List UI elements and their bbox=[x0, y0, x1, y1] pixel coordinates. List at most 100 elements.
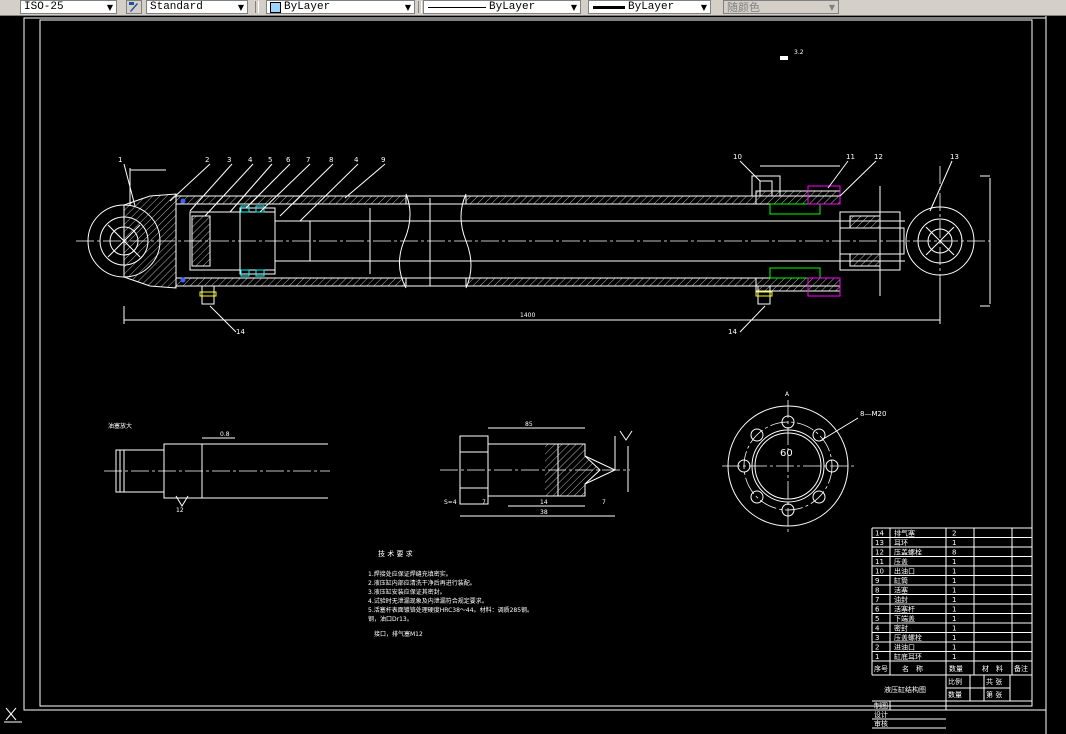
svg-text:3.2: 3.2 bbox=[794, 49, 804, 56]
balloon-3: 3 bbox=[227, 156, 231, 164]
bom-row-qty: 1 bbox=[952, 615, 956, 623]
tech-line-4: 4.试验时无泄漏现象及内泄漏符合规定要求。 bbox=[368, 597, 488, 605]
gland-top bbox=[755, 190, 841, 205]
detail2-dim-7b: 7 bbox=[602, 499, 606, 506]
bom-sign-cell: 制图 bbox=[874, 701, 888, 710]
bom-header-no: 序号 bbox=[874, 664, 888, 673]
text-style-dropdown[interactable]: Standard ▼ bbox=[146, 0, 248, 14]
chevron-down-icon: ▼ bbox=[404, 2, 412, 12]
bom-title: 液压缸结构图 bbox=[884, 685, 926, 694]
section-label: A bbox=[785, 391, 790, 398]
bleed-plug-right bbox=[755, 285, 773, 305]
linetype-preview-icon bbox=[428, 6, 486, 8]
bom-row-qty: 1 bbox=[952, 596, 956, 604]
text-style-icon[interactable] bbox=[126, 0, 142, 14]
balloon-10: 10 bbox=[733, 153, 742, 161]
balloon-11: 11 bbox=[846, 153, 855, 161]
bom-row-qty: 1 bbox=[952, 558, 956, 566]
chevron-down-icon: ▼ bbox=[570, 2, 578, 12]
bom-row-name: 下端盖 bbox=[894, 614, 915, 623]
linetype-dropdown[interactable]: ByLayer ▼ bbox=[423, 0, 581, 14]
cad-drawing-canvas[interactable]: 3.2 bbox=[0, 16, 1066, 734]
drawing-outer-frame bbox=[23, 17, 1047, 711]
bom-row-no: 3 bbox=[875, 634, 879, 642]
bom-row-name: 压盖螺栓 bbox=[894, 548, 922, 557]
balloon-1: 1 bbox=[118, 156, 122, 164]
balloon-6: 6 bbox=[286, 156, 291, 164]
bom-header-mat: 材 料 bbox=[982, 664, 1003, 673]
cylinder-assembly-view: 1400 bbox=[76, 165, 991, 324]
balloon-12: 12 bbox=[874, 153, 883, 161]
bom-row-name: 密封 bbox=[894, 624, 908, 633]
balloon-9: 9 bbox=[381, 156, 385, 164]
chevron-down-icon: ▼ bbox=[700, 2, 708, 12]
detail2-dim-38: 38 bbox=[540, 509, 548, 516]
text-style-value: Standard bbox=[150, 1, 203, 13]
balloon-5: 5 bbox=[268, 156, 272, 164]
dimension-style-dropdown[interactable]: ISO-25 ▼ bbox=[20, 0, 117, 14]
chevron-down-icon: ▼ bbox=[828, 2, 836, 12]
detail-bleed-screw-view: 85 14 7 7 38 S=4 bbox=[440, 421, 633, 517]
bom-title-cell: 比例 bbox=[948, 677, 962, 686]
bom-row-qty: 1 bbox=[952, 625, 956, 633]
drawing-inner-frame bbox=[39, 19, 1033, 707]
detail-plug-view: 油塞放大 0.8 12 bbox=[104, 422, 330, 514]
bom-header-qty: 数量 bbox=[949, 664, 963, 673]
toolbar-separator bbox=[418, 1, 422, 13]
tech-line-5: 5.活塞杆表面镀铬处理硬度HRC38～44。材料：调质285钢。 bbox=[368, 606, 533, 614]
tech-line-1: 1.焊接处应保证焊缝充填密实。 bbox=[368, 570, 452, 578]
balloon-14-left: 14 bbox=[236, 328, 245, 336]
gland-bottom bbox=[755, 277, 841, 292]
chevron-down-icon: ▼ bbox=[237, 2, 245, 12]
bom-row-no: 9 bbox=[875, 577, 879, 585]
detail2-dim-85: 85 bbox=[525, 421, 533, 428]
balloon-8: 8 bbox=[329, 156, 333, 164]
balloon-4: 4 bbox=[248, 156, 253, 164]
lineweight-dropdown[interactable]: ByLayer ▼ bbox=[588, 0, 711, 14]
dimension-style-value: ISO-25 bbox=[24, 1, 64, 13]
bom-row-qty: 8 bbox=[952, 549, 956, 557]
bom-row-no: 12 bbox=[875, 549, 884, 557]
flange-bolt-label: 8—M20 bbox=[860, 410, 886, 418]
bom-row-no: 14 bbox=[875, 530, 884, 538]
bom-row-name: 排气塞 bbox=[894, 529, 915, 538]
bom-row-no: 1 bbox=[875, 653, 879, 661]
bom-row-no: 8 bbox=[875, 587, 879, 595]
plotstyle-dropdown[interactable]: 随颜色 ▼ bbox=[723, 0, 839, 15]
tech-title: 技 术 要 求 bbox=[378, 549, 413, 558]
detail2-dim-7a: 7 bbox=[482, 499, 486, 506]
bom-header-note: 备注 bbox=[1014, 664, 1028, 673]
bom-row-qty: 1 bbox=[952, 577, 956, 585]
overall-length-label: 1400 bbox=[520, 312, 535, 319]
detail2-dim-s: S=4 bbox=[444, 499, 457, 506]
tech-line-2: 2.液压缸内部应清洗干净后再进行装配。 bbox=[368, 579, 476, 587]
lineweight-preview-icon bbox=[593, 5, 625, 9]
layer-color-dropdown[interactable]: ByLayer ▼ bbox=[266, 0, 415, 14]
color-swatch-icon bbox=[270, 1, 281, 13]
bom-title-cell: 第 张 bbox=[986, 690, 1002, 699]
technical-requirements: 技 术 要 求 1.焊接处应保证焊缝充填密实。 2.液压缸内部应清洗干净后再进行… bbox=[368, 549, 533, 638]
plotstyle-value: 随颜色 bbox=[727, 3, 760, 15]
linetype-value: ByLayer bbox=[489, 1, 536, 13]
cylinder-bottom-cap bbox=[123, 193, 177, 289]
lineweight-value: ByLayer bbox=[628, 1, 675, 13]
color-value: ByLayer bbox=[284, 1, 331, 13]
roughness-symbol: 3.2 bbox=[780, 49, 804, 60]
detail2-dim-14: 14 bbox=[540, 499, 548, 506]
balloon-14-right: 14 bbox=[728, 328, 737, 336]
bleed-plug-left bbox=[199, 285, 217, 305]
bom-header-name: 名 称 bbox=[902, 664, 923, 673]
tech-line-3: 3.液压缸安装应保证其密封。 bbox=[368, 588, 446, 596]
bom-row-name: 压盖螺栓 bbox=[894, 633, 922, 642]
tech-note: 接口，排气塞M12 bbox=[374, 630, 423, 638]
bom-row-name: 油封 bbox=[894, 595, 908, 604]
balloon-2: 2 bbox=[205, 156, 209, 164]
balloon-7: 7 bbox=[306, 156, 310, 164]
bom-row-name: 耳环 bbox=[894, 539, 908, 547]
bom-sign-cell: 审核 bbox=[874, 719, 888, 728]
bom-row-name: 缸筒 bbox=[894, 576, 908, 585]
bom-row-name: 进油口 bbox=[894, 643, 915, 652]
balloon-13: 13 bbox=[950, 153, 959, 161]
bom-row-no: 11 bbox=[875, 558, 884, 566]
